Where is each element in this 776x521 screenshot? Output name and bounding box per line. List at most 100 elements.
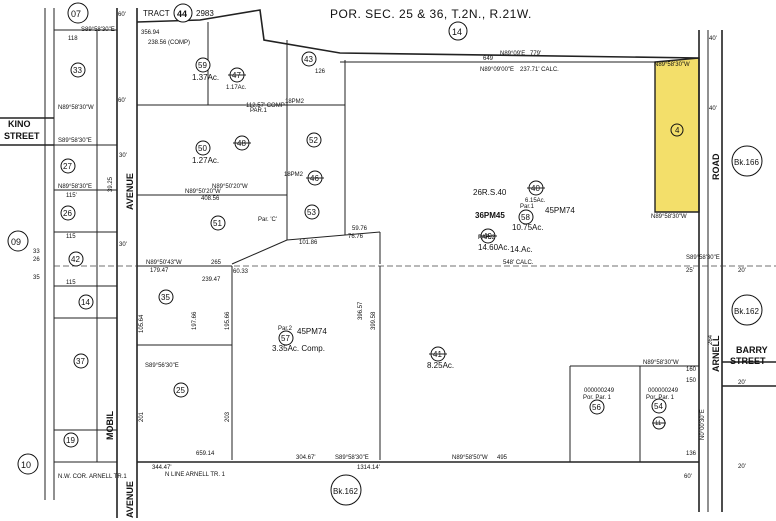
- svg-text:54: 54: [654, 402, 663, 411]
- parcel-27[interactable]: 27: [60, 158, 76, 174]
- parcel-14[interactable]: 14: [78, 294, 94, 310]
- mobil-avenue-label: AVENUE: [125, 481, 135, 518]
- parcel-4[interactable]: 4: [670, 123, 684, 137]
- dim-label: 136: [686, 451, 697, 457]
- parcel-35[interactable]: 35: [158, 289, 174, 305]
- dim-label: 26: [33, 257, 40, 263]
- dim-label: 264: [708, 334, 714, 345]
- dim-label: N89°58'30"W: [651, 214, 687, 220]
- book-ref-east-south[interactable]: [731, 294, 763, 326]
- kino-street-label-2: STREET: [4, 131, 40, 141]
- svg-text:10.75Ac.: 10.75Ac.: [512, 223, 544, 232]
- dim-label: 40': [709, 36, 717, 42]
- dim-label: 39.25: [108, 176, 114, 192]
- struck-parcel-46[interactable]: 46: [306, 170, 324, 186]
- dim-label: 659.14: [196, 451, 215, 457]
- svg-text:6.15Ac.: 6.15Ac.: [525, 198, 546, 204]
- svg-text:4: 4: [675, 126, 680, 135]
- dim-label: S89°58'30"E: [686, 255, 720, 261]
- svg-text:11: 11: [655, 421, 662, 427]
- parcel-26[interactable]: 26: [60, 205, 76, 221]
- parcel-54[interactable]: 54: [651, 398, 667, 414]
- par-annotation: Par.1: [520, 204, 535, 210]
- page-circle-07[interactable]: [67, 2, 89, 24]
- par-annotation: 14.Ac.: [510, 245, 533, 254]
- page-circle-label: 10: [21, 460, 31, 470]
- parcel-57[interactable]: 573.35Ac. Comp.: [272, 330, 325, 353]
- parcel-50[interactable]: 501.27Ac.: [192, 140, 219, 165]
- svg-text:56: 56: [592, 403, 601, 412]
- arnell-label: ARNELL: [711, 335, 721, 372]
- parcel-25[interactable]: 25: [173, 382, 189, 398]
- svg-text:8.25Ac.: 8.25Ac.: [427, 361, 454, 370]
- par-annotation: Par. 'C': [258, 217, 277, 223]
- svg-text:59: 59: [198, 61, 207, 70]
- rs-annotation: 26R.S.40: [473, 188, 507, 197]
- book-ref-label: Bk.162: [734, 307, 759, 316]
- struck-parcel-40[interactable]: 406.15Ac.: [525, 180, 546, 204]
- svg-text:3.35Ac. Comp.: 3.35Ac. Comp.: [272, 344, 325, 353]
- dim-label: N89°58'30"E: [58, 184, 92, 190]
- dim-label: 76.76: [348, 234, 364, 240]
- parcel-19[interactable]: 19: [63, 432, 79, 448]
- dim-label: 344.47': [152, 465, 172, 471]
- dim-label: 115': [66, 193, 77, 199]
- svg-text:50: 50: [198, 144, 207, 153]
- dim-label: 304.67': [296, 455, 316, 461]
- book-ref-east[interactable]: [731, 145, 763, 177]
- struck-parcel-41[interactable]: 418.25Ac.: [427, 346, 454, 370]
- dim-label: N89°50'20"W: [185, 189, 221, 195]
- nw-cor-label: N.W. COR. ARNELL TR.1: [58, 474, 127, 480]
- book-ref-label: Bk.162: [333, 487, 358, 496]
- dim-label: N89°09'00"E: [480, 67, 514, 73]
- dim-label: 1314.14': [357, 465, 380, 471]
- svg-text:53: 53: [307, 208, 316, 217]
- dim-label: N89°58'30"W: [58, 105, 94, 111]
- svg-text:35: 35: [161, 293, 170, 302]
- dim-label: 115: [66, 234, 76, 240]
- dim-label: 112.57' COMP: [246, 103, 285, 109]
- parcel-line: [286, 231, 381, 241]
- dim-label: 399.58: [371, 311, 377, 330]
- svg-text:1.17Ac.: 1.17Ac.: [226, 85, 247, 91]
- dim-label: S89°58'30"E: [81, 27, 115, 33]
- pm-code: 000000249: [584, 388, 615, 394]
- parcel-51[interactable]: 51: [210, 215, 226, 231]
- dim-label: 197.66: [192, 311, 198, 330]
- parcel-52[interactable]: 52: [306, 132, 322, 148]
- parcel-line: [231, 239, 288, 265]
- parcel-59[interactable]: 591.37Ac.: [192, 57, 219, 82]
- page-circle-10[interactable]: [17, 453, 39, 475]
- svg-text:14.60Ac.: 14.60Ac.: [478, 243, 510, 252]
- parcel-43[interactable]: 43: [301, 51, 317, 67]
- parcel-42[interactable]: 42: [68, 251, 84, 267]
- svg-text:52: 52: [309, 136, 318, 145]
- struck-parcel-11[interactable]: 11: [652, 416, 666, 430]
- dim-label: 201: [139, 411, 145, 422]
- book-ref-south[interactable]: [330, 474, 362, 506]
- dim-label: 195.66: [225, 311, 231, 330]
- avenue-label: AVENUE: [125, 173, 135, 210]
- struck-parcel-47[interactable]: 471.17Ac.: [226, 67, 247, 91]
- dim-label: S89°56'30"E: [145, 363, 179, 369]
- tract-code: 2983: [196, 9, 214, 18]
- svg-text:42: 42: [71, 255, 80, 264]
- dim-label: 239.47: [202, 277, 221, 283]
- parcel-37[interactable]: 37: [73, 353, 89, 369]
- pm-annotation: 18PM2: [285, 99, 305, 105]
- pm-annotation: 36PM45: [475, 211, 505, 220]
- dim-label: 396.57: [358, 301, 364, 320]
- pm-annotation: 45PM74: [545, 206, 575, 215]
- struck-parcel-48[interactable]: 48: [233, 135, 251, 151]
- dim-label: 179.47: [150, 268, 169, 274]
- parcel-56[interactable]: 56: [589, 399, 605, 415]
- svg-text:33: 33: [73, 66, 82, 75]
- parcel-33[interactable]: 33: [70, 62, 86, 78]
- dim-label: 30': [119, 242, 127, 248]
- parcel-53[interactable]: 53: [304, 204, 320, 220]
- svg-text:27: 27: [63, 162, 72, 171]
- page-circle-09[interactable]: [7, 230, 29, 252]
